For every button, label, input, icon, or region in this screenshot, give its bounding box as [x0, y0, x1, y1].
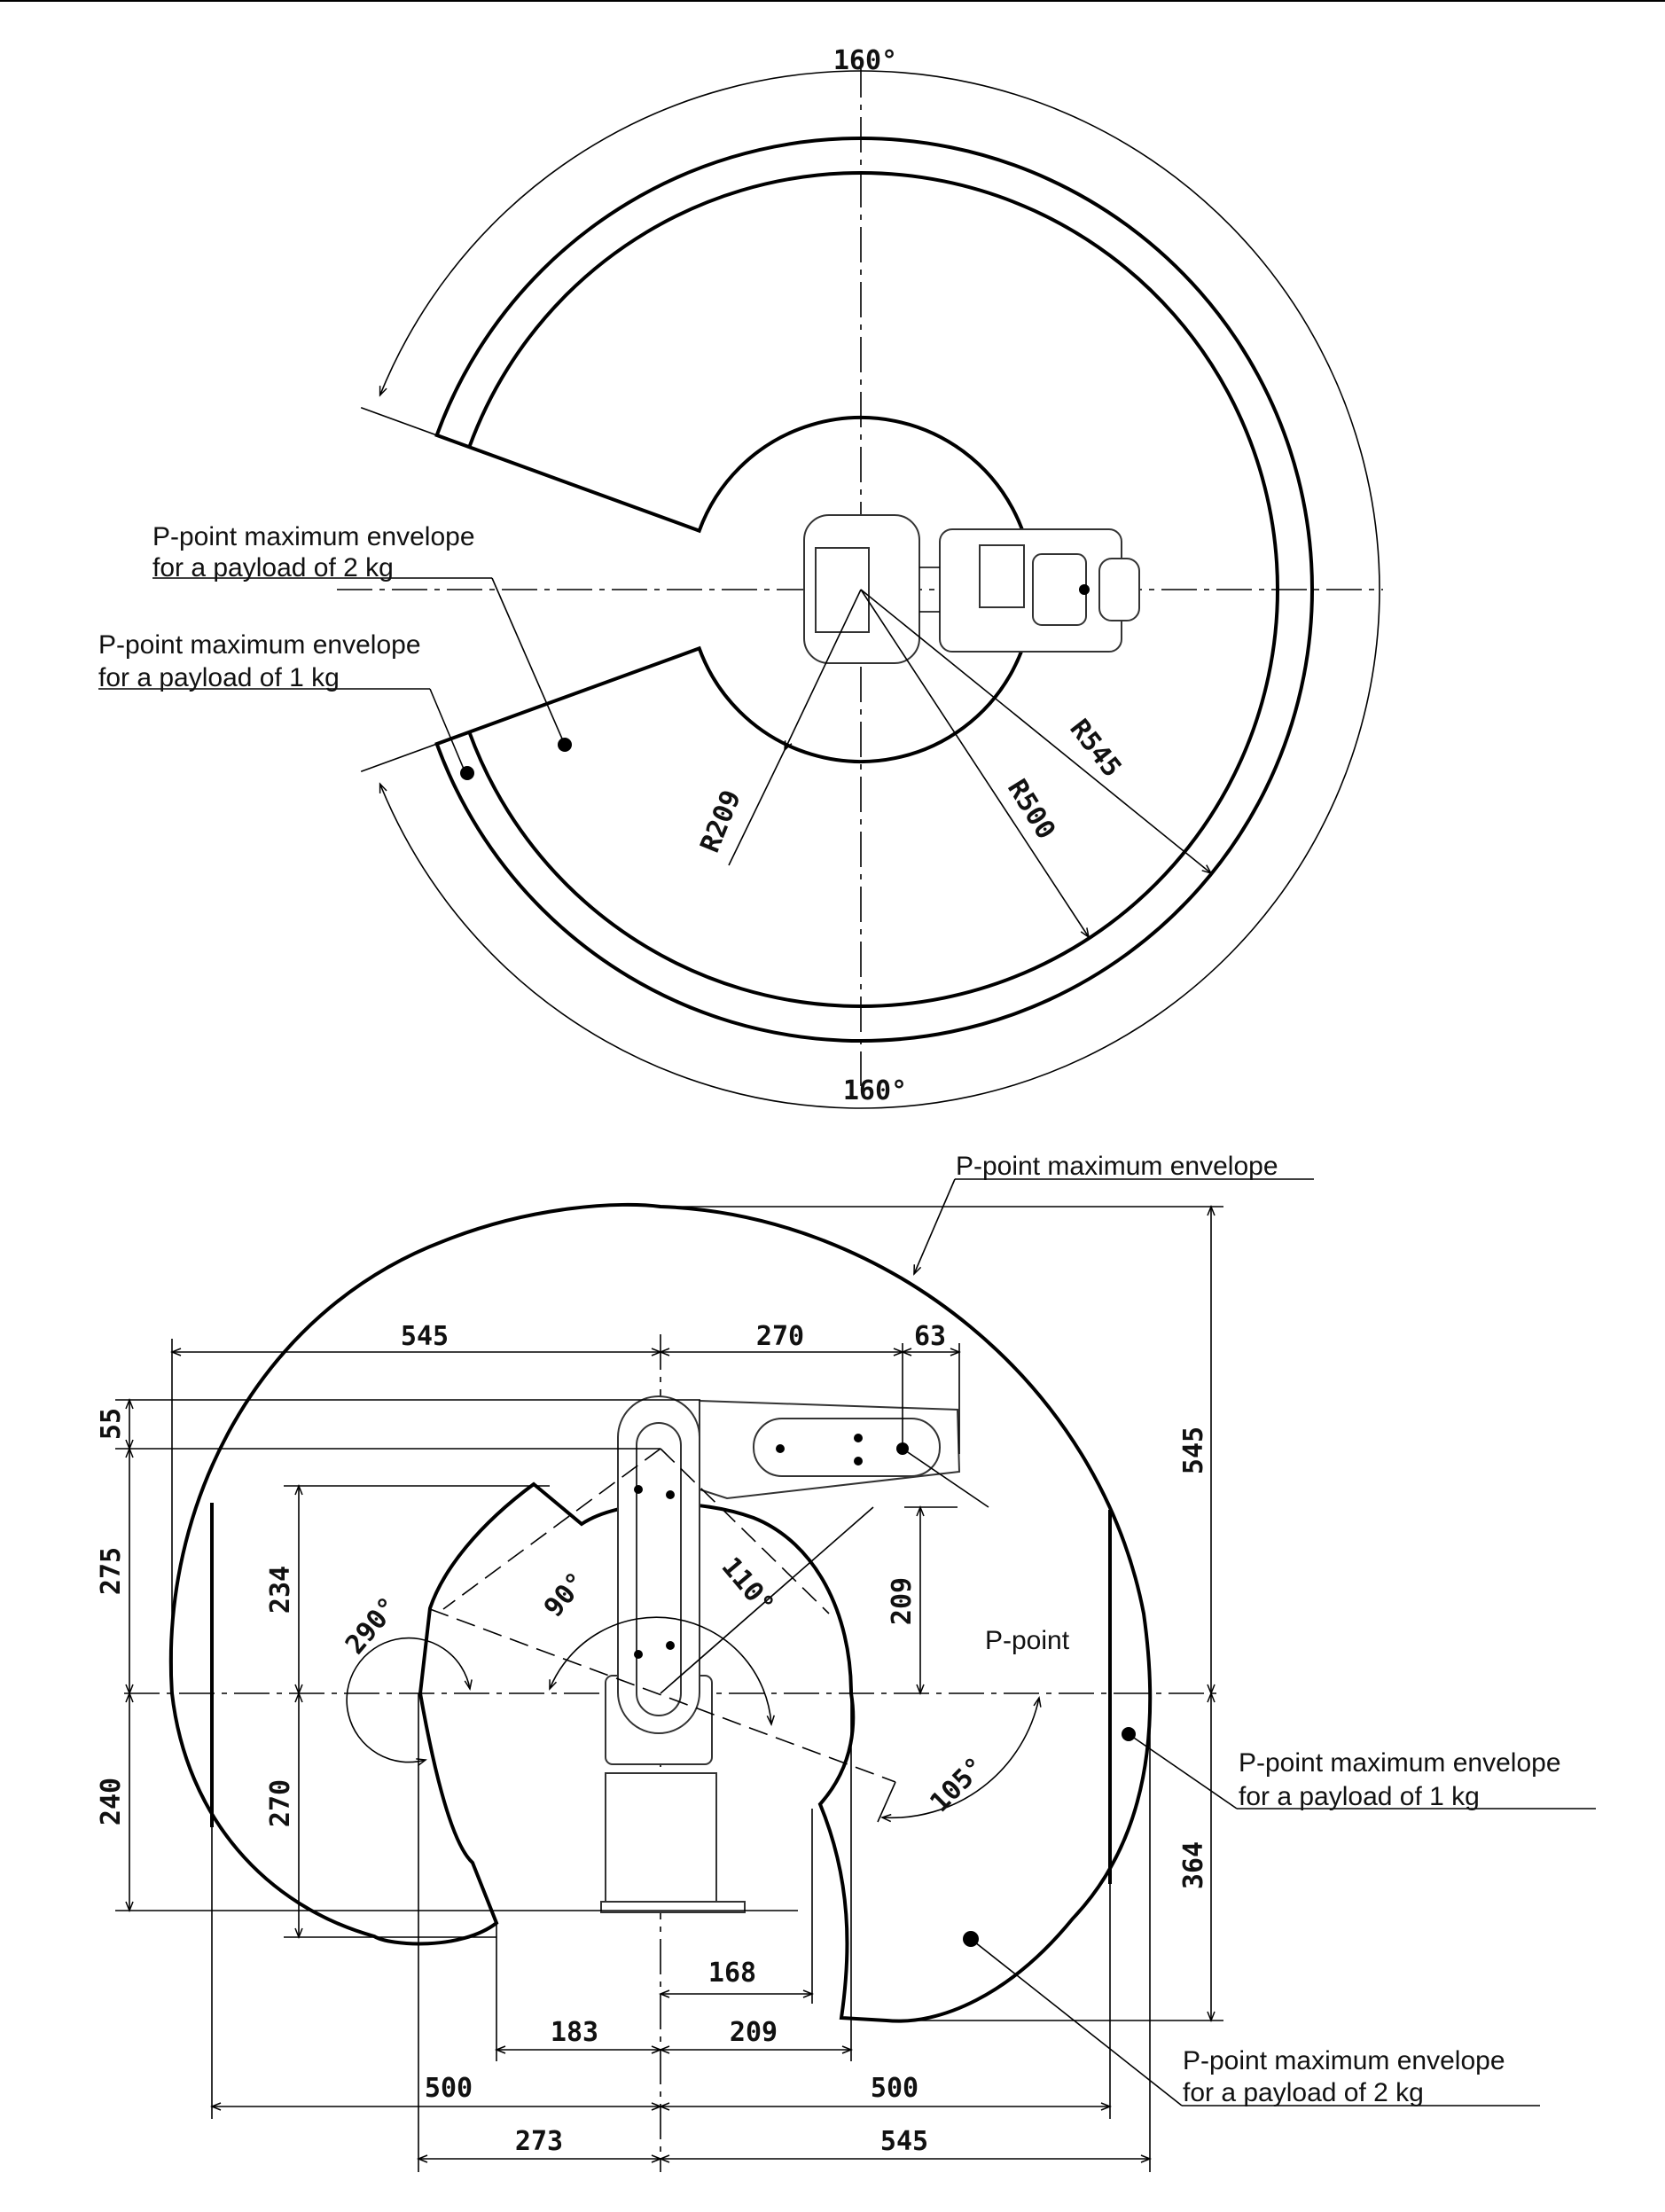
note-1kg-leader — [429, 688, 466, 774]
radius-label-r500: R500 — [1001, 774, 1061, 845]
side-view — [124, 1178, 1596, 2172]
note-2kg-leader — [970, 1938, 1183, 2106]
side-note-2kg-line1: P-point maximum envelope — [1183, 2046, 1505, 2075]
p-point-label: P-point — [985, 1626, 1070, 1655]
angle-dimension-arc — [380, 70, 1380, 1109]
angle-arc-290 — [346, 1637, 470, 1763]
dim-label-63: 63 — [914, 1321, 946, 1352]
r545-leader — [860, 589, 1211, 873]
angle-label-90: 90° — [538, 1567, 593, 1623]
dim-label-273: 273 — [515, 2126, 563, 2157]
dim-label-240: 240 — [96, 1778, 127, 1825]
side-note-1kg-line1: P-point maximum envelope — [1239, 1748, 1561, 1778]
p-point-1kg-marker — [1122, 1727, 1136, 1741]
dim-label-500-right: 500 — [871, 2073, 918, 2104]
dim-label-55: 55 — [96, 1408, 127, 1440]
dimension-lines — [115, 1207, 1223, 2172]
side-note-1kg-line2: for a payload of 1 kg — [1239, 1782, 1480, 1811]
dim-label-270-left: 270 — [265, 1779, 296, 1827]
angle-label-top: 160° — [833, 45, 897, 76]
r500-leader — [860, 589, 1089, 937]
angle-extension-line — [360, 734, 462, 772]
dim-label-545-right: 545 — [1178, 1426, 1209, 1474]
angle-label-bottom: 160° — [843, 1075, 907, 1106]
dim-label-209-bottom: 209 — [730, 2017, 778, 2048]
dim-label-275: 275 — [96, 1547, 127, 1595]
dim-label-234: 234 — [265, 1566, 296, 1614]
envelope-r545-1kg — [434, 137, 1314, 1043]
note-2kg-leader — [491, 577, 566, 746]
dim-label-183: 183 — [551, 2017, 598, 2048]
robot-top-silhouette — [803, 514, 1140, 664]
dim-label-270-top: 270 — [756, 1321, 804, 1352]
p-point-2kg-marker — [558, 738, 572, 752]
note-1kg-line2: for a payload of 1 kg — [98, 663, 340, 692]
dim-label-545-bottom: 545 — [880, 2126, 928, 2157]
note-1kg-line1: P-point maximum envelope — [98, 630, 421, 660]
angle-arc-90-110 — [550, 1616, 771, 1724]
angle-label-105: 105° — [924, 1751, 991, 1818]
radius-label-r545: R545 — [1063, 714, 1127, 783]
p-point-1kg-marker — [460, 766, 474, 780]
angle-extension-line — [360, 407, 462, 445]
radius-label-r209: R209 — [694, 786, 747, 856]
top-view — [98, 62, 1383, 1109]
note-max-leader — [914, 1178, 956, 1274]
dim-label-168: 168 — [708, 1958, 756, 1989]
angle-label-110: 110° — [715, 1552, 780, 1621]
note-1kg-leader — [1128, 1733, 1238, 1809]
dim-label-545-top: 545 — [401, 1321, 449, 1352]
note-2kg-line1: P-point maximum envelope — [152, 522, 475, 551]
note-max-envelope: P-point maximum envelope — [956, 1152, 1278, 1181]
dim-label-364: 364 — [1178, 1841, 1209, 1889]
side-note-2kg-line2: for a payload of 2 kg — [1183, 2078, 1424, 2107]
dim-label-500-left: 500 — [425, 2073, 473, 2104]
p-point-2kg-marker — [963, 1931, 979, 1947]
note-2kg-line2: for a payload of 2 kg — [152, 553, 394, 582]
dim-label-209-right: 209 — [887, 1577, 918, 1625]
angle-arc-105 — [882, 1698, 1039, 1817]
robot-side-silhouette — [600, 1395, 989, 1913]
r209-leader — [785, 589, 862, 750]
